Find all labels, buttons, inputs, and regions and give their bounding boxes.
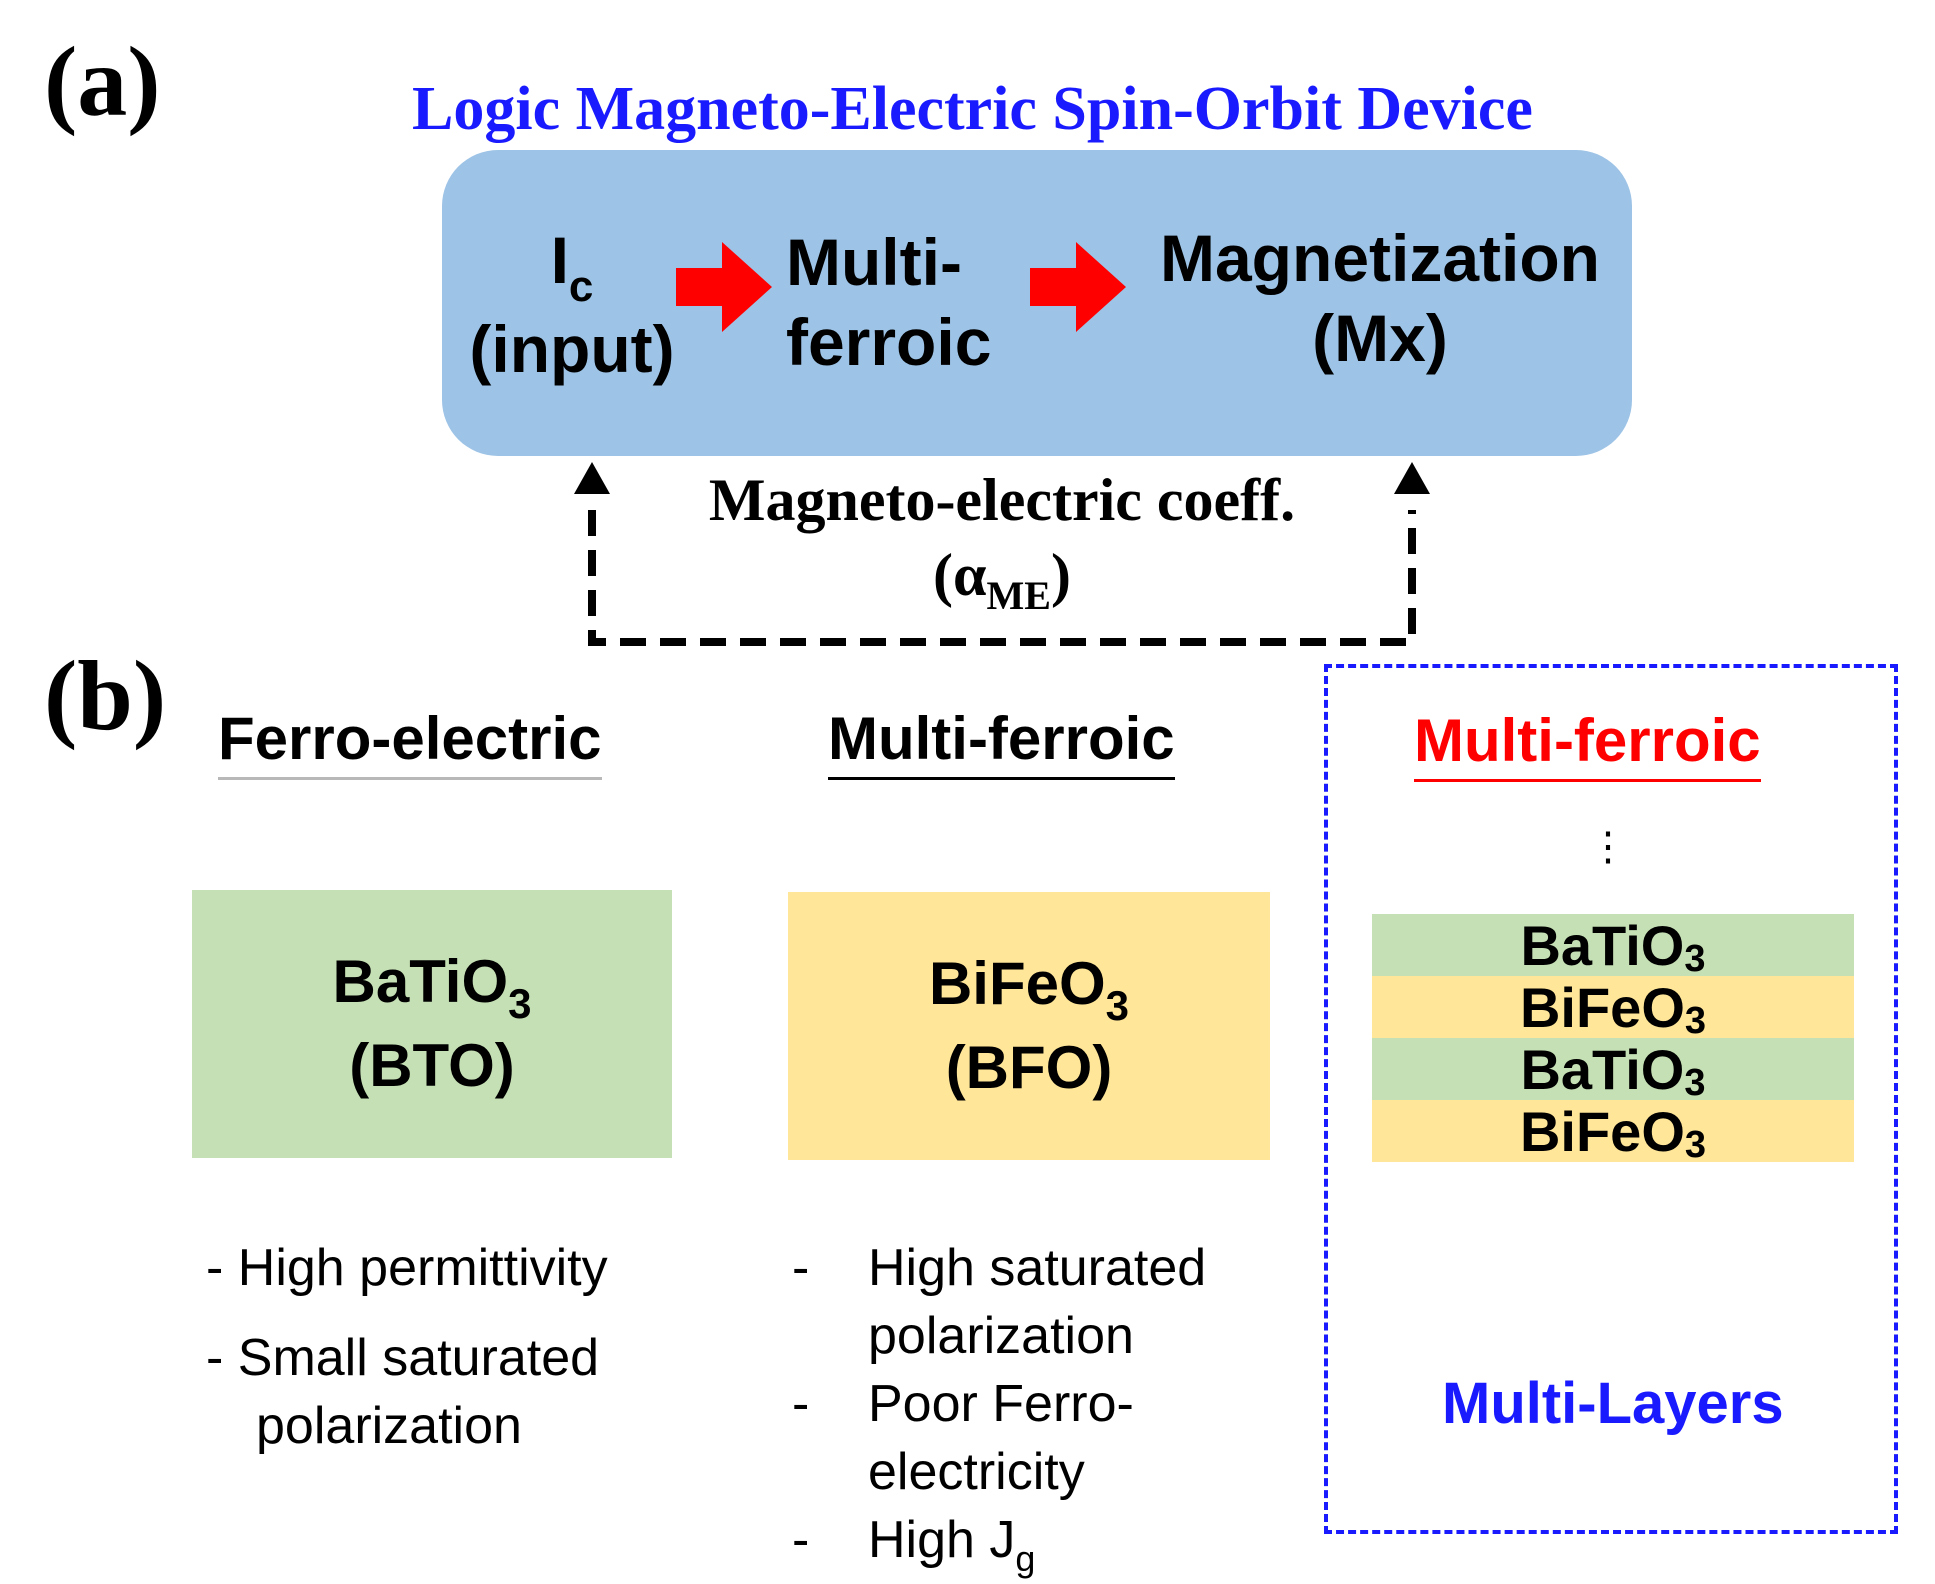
- arrow-right-icon: [676, 242, 772, 332]
- multiferroic-line2: ferroic: [786, 305, 992, 379]
- arrow-right-icon: [1030, 242, 1126, 332]
- multiferroic-node: Multi- ferroic: [786, 222, 991, 382]
- layer-formula: BaTiO: [1520, 913, 1685, 977]
- bto-subscript: 3: [508, 980, 532, 1027]
- jg-symbol: High J: [868, 1511, 1016, 1569]
- jg-subscript: g: [1015, 1538, 1036, 1579]
- input-note: (input): [469, 312, 675, 386]
- ellipsis-icon: ⋮: [1588, 825, 1628, 869]
- feedback-loop: [574, 462, 1430, 646]
- list-dash: -: [792, 1239, 810, 1297]
- input-node: Ic (input): [452, 220, 692, 389]
- list-item: polarization: [256, 1397, 522, 1455]
- alpha-close: ): [1050, 542, 1071, 608]
- list-dash: -: [792, 1511, 810, 1569]
- layer-formula: BiFeO: [1519, 1099, 1685, 1163]
- multilayer-frame: [1324, 664, 1898, 1534]
- list-dash: -: [792, 1375, 810, 1433]
- magnetization-line2: (Mx): [1312, 301, 1448, 375]
- bto-formula: BaTiO: [332, 948, 509, 1015]
- layer-subscript: 3: [1684, 1061, 1706, 1104]
- input-subscript: c: [568, 262, 594, 311]
- list-item: Poor Ferro-: [868, 1375, 1134, 1433]
- list-item: - Small saturated: [206, 1329, 600, 1387]
- layer-formula: BiFeO: [1519, 975, 1685, 1039]
- layer-subscript: 3: [1684, 1123, 1707, 1166]
- magnetization-node: Magnetization (Mx): [1140, 218, 1620, 378]
- magnetoelectric-label: Magneto-electric coeff. (αME): [672, 466, 1332, 618]
- list-item: polarization: [868, 1307, 1134, 1365]
- panel-a-label: (a): [44, 26, 161, 137]
- list-item: - High permittivity: [206, 1239, 608, 1297]
- multiferroic-heading: Multi-ferroic: [828, 704, 1175, 780]
- bto-abbr: (BTO): [349, 1032, 515, 1099]
- bfo-block: BiFeO3 (BFO): [788, 892, 1270, 1160]
- magnetoelectric-line1: Magneto-electric coeff.: [708, 467, 1296, 533]
- list-item: electricity: [868, 1443, 1085, 1501]
- magnetization-line1: Magnetization: [1160, 221, 1600, 295]
- bto-block: BaTiO3 (BTO): [192, 890, 672, 1158]
- multiferroic-heading-red: Multi-ferroic: [1414, 706, 1761, 782]
- list-item: High Jg: [868, 1506, 1035, 1579]
- layer-formula: BaTiO: [1520, 1037, 1685, 1101]
- multilayers-label: Multi-Layers: [1442, 1371, 1784, 1436]
- arrow-up-icon: [574, 462, 610, 494]
- layer-subscript: 3: [1684, 999, 1707, 1042]
- alpha-symbol: (α: [933, 542, 987, 608]
- list-item: High saturated: [868, 1239, 1207, 1297]
- ferroelectric-heading: Ferro-electric: [218, 704, 602, 780]
- input-symbol: I: [550, 223, 569, 297]
- bfo-formula: BiFeO: [928, 950, 1106, 1017]
- multiferroic-line1: Multi-: [786, 225, 962, 299]
- panel-b-label: (b): [44, 640, 167, 751]
- arrow-up-icon: [1394, 462, 1430, 494]
- bfo-abbr: (BFO): [945, 1034, 1113, 1101]
- bfo-subscript: 3: [1105, 982, 1130, 1029]
- device-title: Logic Magneto-Electric Spin-Orbit Device: [412, 75, 1533, 143]
- alpha-subscript: ME: [986, 573, 1051, 618]
- layer-subscript: 3: [1684, 937, 1706, 980]
